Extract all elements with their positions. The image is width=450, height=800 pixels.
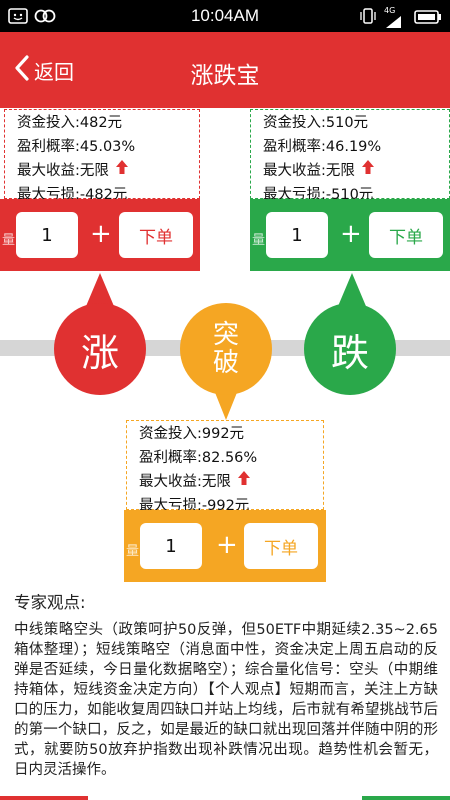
breakout-max-loss: 最大亏损:-992元 bbox=[139, 497, 250, 514]
rise-circle-label: 涨 bbox=[80, 330, 119, 375]
fall-quantity-input[interactable]: 1 bbox=[266, 212, 328, 258]
chevron-left-icon bbox=[14, 55, 30, 85]
rise-qty-label: 量 bbox=[2, 233, 16, 248]
rise-info-box: 资金投入:482元 盈利概率:45.03% 最大收益:无限 最大亏损:-482元 bbox=[4, 109, 200, 203]
network-type-label: 4G bbox=[384, 6, 396, 15]
loop-notification-icon bbox=[34, 8, 56, 28]
breakout-order-button[interactable]: 下单 bbox=[244, 523, 318, 569]
fall-max-loss: 最大亏损:-510元 bbox=[263, 186, 374, 203]
rise-probability: 盈利概率:45.03% bbox=[17, 138, 136, 155]
breakout-circle-button[interactable]: 突 破 bbox=[180, 303, 272, 395]
vibrate-icon bbox=[360, 8, 376, 28]
expert-text: 中线策略空头（政策呵护50反弹，但50ETF中期延续2.35~2.65箱体整理）… bbox=[14, 622, 438, 778]
breakout-info-box: 资金投入:992元 盈利概率:82.56% 最大收益:无限 最大亏损:-992元 bbox=[126, 420, 324, 514]
bottom-accent-red bbox=[0, 796, 88, 800]
status-time: 10:04AM bbox=[190, 6, 260, 25]
breakout-circle-label-2: 破 bbox=[212, 348, 239, 378]
up-arrow-icon bbox=[115, 159, 129, 184]
fall-investment: 资金投入:510元 bbox=[263, 115, 369, 131]
rise-order-panel: 量 1 + 下单 bbox=[0, 199, 200, 271]
bottom-accent-green bbox=[362, 796, 450, 800]
fall-circle-button[interactable]: 跌 bbox=[304, 303, 396, 395]
battery-icon bbox=[414, 9, 442, 28]
back-button[interactable]: 返回 bbox=[14, 52, 74, 88]
fall-pointer bbox=[336, 273, 368, 311]
page-title: 涨跌宝 bbox=[190, 63, 260, 89]
breakout-order-panel: 量 1 + 下单 bbox=[124, 510, 326, 582]
fall-probability: 盈利概率:46.19% bbox=[263, 138, 382, 155]
fall-max-gain: 最大收益:无限 bbox=[263, 162, 355, 179]
expert-title: 专家观点: bbox=[14, 593, 86, 612]
fall-info-box: 资金投入:510元 盈利概率:46.19% 最大收益:无限 最大亏损:-510元 bbox=[250, 109, 450, 203]
rise-investment: 资金投入:482元 bbox=[17, 115, 123, 131]
fall-qty-label: 量 bbox=[252, 233, 266, 248]
rise-pointer bbox=[84, 273, 116, 311]
back-label: 返回 bbox=[34, 59, 74, 84]
breakout-max-gain: 最大收益:无限 bbox=[139, 473, 231, 490]
breakout-investment: 资金投入:992元 bbox=[139, 426, 245, 442]
fall-max-gain-row: 最大收益:无限 bbox=[263, 159, 449, 184]
signal-icon bbox=[386, 13, 402, 32]
rise-max-gain-row: 最大收益:无限 bbox=[17, 159, 199, 184]
rise-quantity-input[interactable]: 1 bbox=[16, 212, 78, 258]
breakout-circle-label-1: 突 bbox=[212, 320, 239, 350]
app-header: 返回 涨跌宝 bbox=[0, 32, 450, 108]
rise-max-gain: 最大收益:无限 bbox=[17, 162, 109, 179]
rise-circle-button[interactable]: 涨 bbox=[54, 303, 146, 395]
status-bar: 10:04AM 4G bbox=[0, 0, 450, 32]
fall-circle-label: 跌 bbox=[330, 330, 369, 375]
breakout-quantity-input[interactable]: 1 bbox=[140, 523, 202, 569]
rise-order-button[interactable]: 下单 bbox=[119, 212, 193, 258]
breakout-max-gain-row: 最大收益:无限 bbox=[139, 470, 323, 495]
breakout-increment-button[interactable]: + bbox=[216, 530, 238, 560]
rise-increment-button[interactable]: + bbox=[90, 219, 112, 249]
smiley-notification-icon bbox=[8, 8, 28, 28]
rise-max-loss: 最大亏损:-482元 bbox=[17, 186, 128, 203]
breakout-probability: 盈利概率:82.56% bbox=[139, 449, 258, 466]
fall-increment-button[interactable]: + bbox=[340, 219, 362, 249]
breakout-qty-label: 量 bbox=[126, 544, 140, 559]
up-arrow-icon bbox=[237, 470, 251, 495]
up-arrow-icon bbox=[361, 159, 375, 184]
fall-order-button[interactable]: 下单 bbox=[369, 212, 443, 258]
fall-order-panel: 量 1 + 下单 bbox=[250, 199, 450, 271]
